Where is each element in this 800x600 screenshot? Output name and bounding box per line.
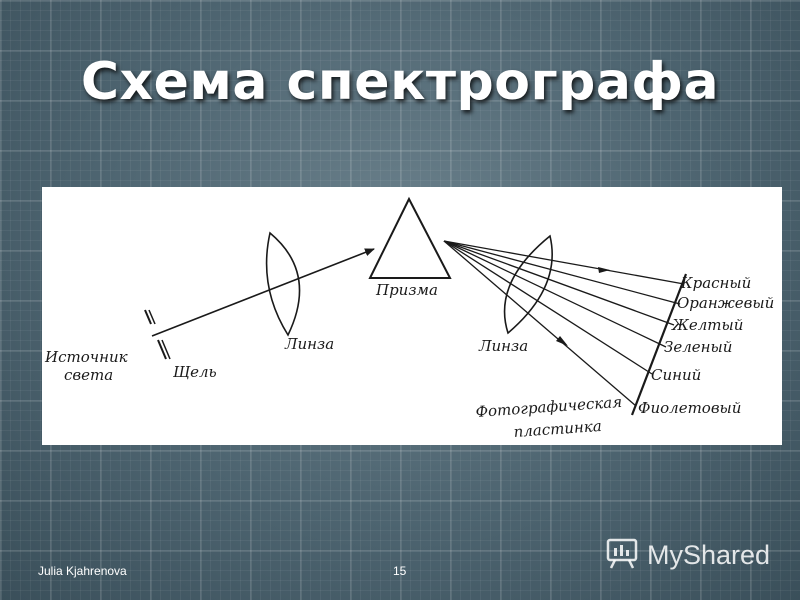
ray-yellow: [443, 240, 675, 326]
slide-title: Схема спектрографа: [80, 52, 720, 112]
color-label-yellow: Желтый: [671, 316, 743, 334]
ray-green: [443, 240, 667, 348]
dispersed-rays: [443, 240, 685, 407]
plate-label-line2: пластинка: [513, 417, 602, 441]
ray-orange: [443, 240, 681, 305]
watermark-text: MyShared: [647, 539, 771, 570]
photographic-plate: [630, 273, 688, 416]
watermark: MyShared: [605, 535, 770, 575]
ray-blue: [443, 240, 653, 375]
source-label-line2: света: [64, 366, 113, 384]
ray-arrow-upper: [598, 267, 610, 273]
diagram-svg: Источник света Щель Линза Призма Линза Ф…: [44, 196, 774, 441]
ray-arrow-lower: [556, 336, 568, 346]
color-label-orange: Оранжевый: [677, 294, 774, 312]
slit-label: Щель: [173, 363, 217, 381]
prism-label: Призма: [375, 281, 438, 299]
slit: [144, 309, 171, 360]
lens-1: [265, 231, 301, 337]
lens-2: [503, 234, 553, 335]
source-label-line1: Источник: [44, 348, 128, 366]
ray-red: [443, 240, 685, 285]
ray-violet: [443, 240, 637, 407]
page-number: 15: [393, 564, 407, 578]
prism: [368, 196, 452, 279]
color-label-violet: Фиолетовый: [638, 399, 741, 417]
lens-2-label: Линза: [478, 337, 528, 355]
incoming-beam: [151, 248, 375, 337]
color-label-red: Красный: [680, 274, 751, 292]
presentation-board-icon: [605, 536, 641, 574]
footer-author: Julia Kjahrenova: [38, 564, 127, 578]
color-label-blue: Синий: [651, 366, 701, 384]
lens-1-label: Линза: [284, 335, 334, 353]
color-label-green: Зеленый: [664, 338, 732, 356]
spectrograph-diagram: Источник света Щель Линза Призма Линза Ф…: [42, 187, 782, 445]
